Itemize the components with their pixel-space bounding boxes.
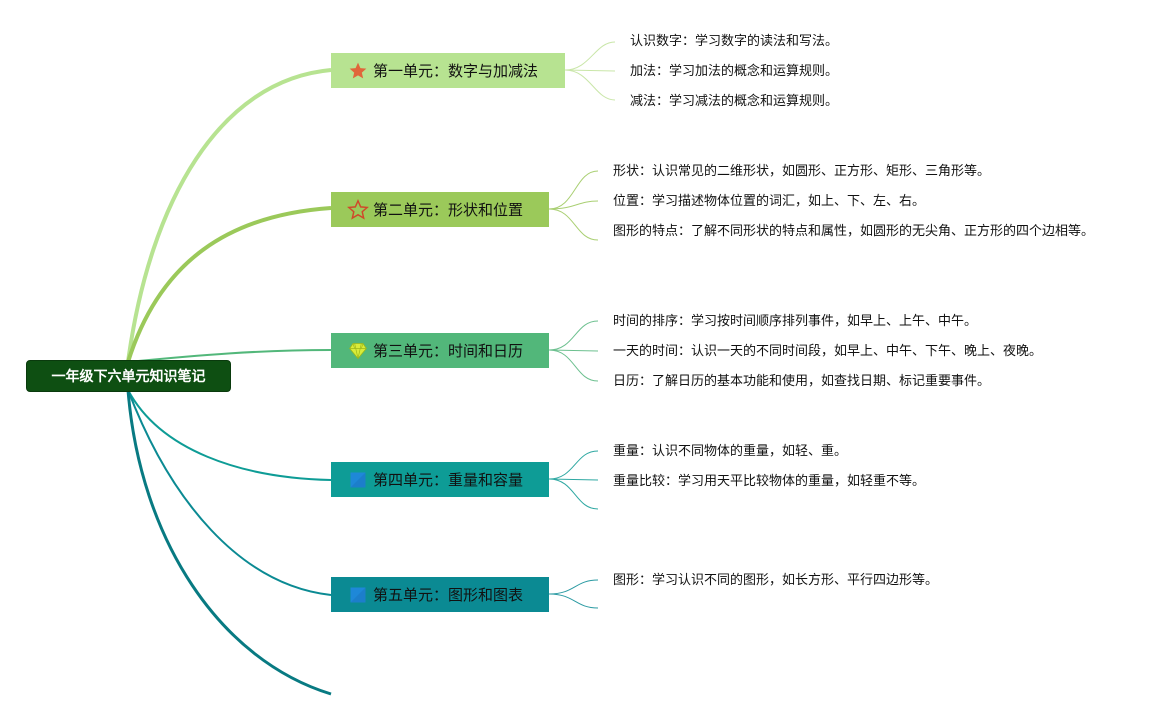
branch-unit-5[interactable]: 第五单元：图形和图表: [331, 577, 549, 612]
branch-label: 第二单元：形状和位置: [373, 201, 524, 219]
gem-icon: [347, 340, 369, 362]
branch-label: 第四单元：重量和容量: [373, 471, 524, 489]
leaf-2-3[interactable]: 图形的特点：了解不同形状的特点和属性，如圆形的无尖角、正方形的四个边相等。: [613, 224, 1095, 239]
leaf-3-1[interactable]: 时间的排序：学习按时间顺序排列事件，如早上、上午、中午。: [613, 314, 978, 329]
star-filled-icon: [347, 60, 369, 82]
branch-label: 第五单元：图形和图表: [373, 586, 524, 604]
root-topic[interactable]: 一年级下六单元知识笔记: [26, 360, 231, 392]
leaf-4-1[interactable]: 重量：认识不同物体的重量，如轻、重。: [613, 444, 848, 459]
branch-label: 第一单元：数字与加减法: [373, 62, 539, 80]
leaf-5-1[interactable]: 图形：学习认识不同的图形，如长方形、平行四边形等。: [613, 573, 939, 588]
leaf-connectors-1: [564, 41, 616, 101]
star-outline-icon: [347, 198, 369, 221]
leaf-2-1[interactable]: 形状：认识常见的二维形状，如圆形、正方形、矩形、三角形等。: [613, 164, 991, 179]
branch-unit-3[interactable]: 第三单元：时间和日历: [331, 333, 549, 368]
connector-branch-1: [126, 68, 332, 363]
branch-label: 第三单元：时间和日历: [373, 342, 524, 360]
connector-branch-3: [127, 349, 332, 363]
leaf-3-2[interactable]: 一天的时间：认识一天的不同时间段，如早上、中午、下午、晚上、夜晚。: [613, 344, 1043, 359]
root-topic-label: 一年级下六单元知识笔记: [51, 369, 206, 385]
connector-branch-4: [127, 389, 332, 481]
connector-branch-6: [126, 389, 332, 696]
leaf-2-2[interactable]: 位置：学习描述物体位置的词汇，如上、下、左、右。: [613, 194, 926, 209]
connector-branch-2: [126, 206, 332, 363]
blue-square-icon: [347, 584, 369, 606]
leaf-1-2[interactable]: 加法：学习加法的概念和运算规则。: [630, 64, 839, 79]
leaf-connectors-5: [548, 579, 599, 609]
leaf-1-1[interactable]: 认识数字：学习数字的读法和写法。: [630, 34, 839, 49]
leaf-connectors-4: [548, 450, 599, 510]
leaf-connectors-2: [548, 170, 599, 241]
leaf-4-2[interactable]: 重量比较：学习用天平比较物体的重量，如轻重不等。: [613, 474, 926, 489]
branch-unit-1[interactable]: 第一单元：数字与加减法: [331, 53, 565, 88]
branch-unit-4[interactable]: 第四单元：重量和容量: [331, 462, 549, 497]
blue-square-icon: [347, 469, 369, 491]
leaf-1-3[interactable]: 减法：学习减法的概念和运算规则。: [630, 94, 839, 109]
leaf-3-3[interactable]: 日历：了解日历的基本功能和使用，如查找日期、标记重要事件。: [613, 374, 991, 389]
connector-branch-5: [127, 389, 332, 596]
leaf-connectors-3: [548, 320, 599, 382]
branch-unit-2[interactable]: 第二单元：形状和位置: [331, 192, 549, 227]
